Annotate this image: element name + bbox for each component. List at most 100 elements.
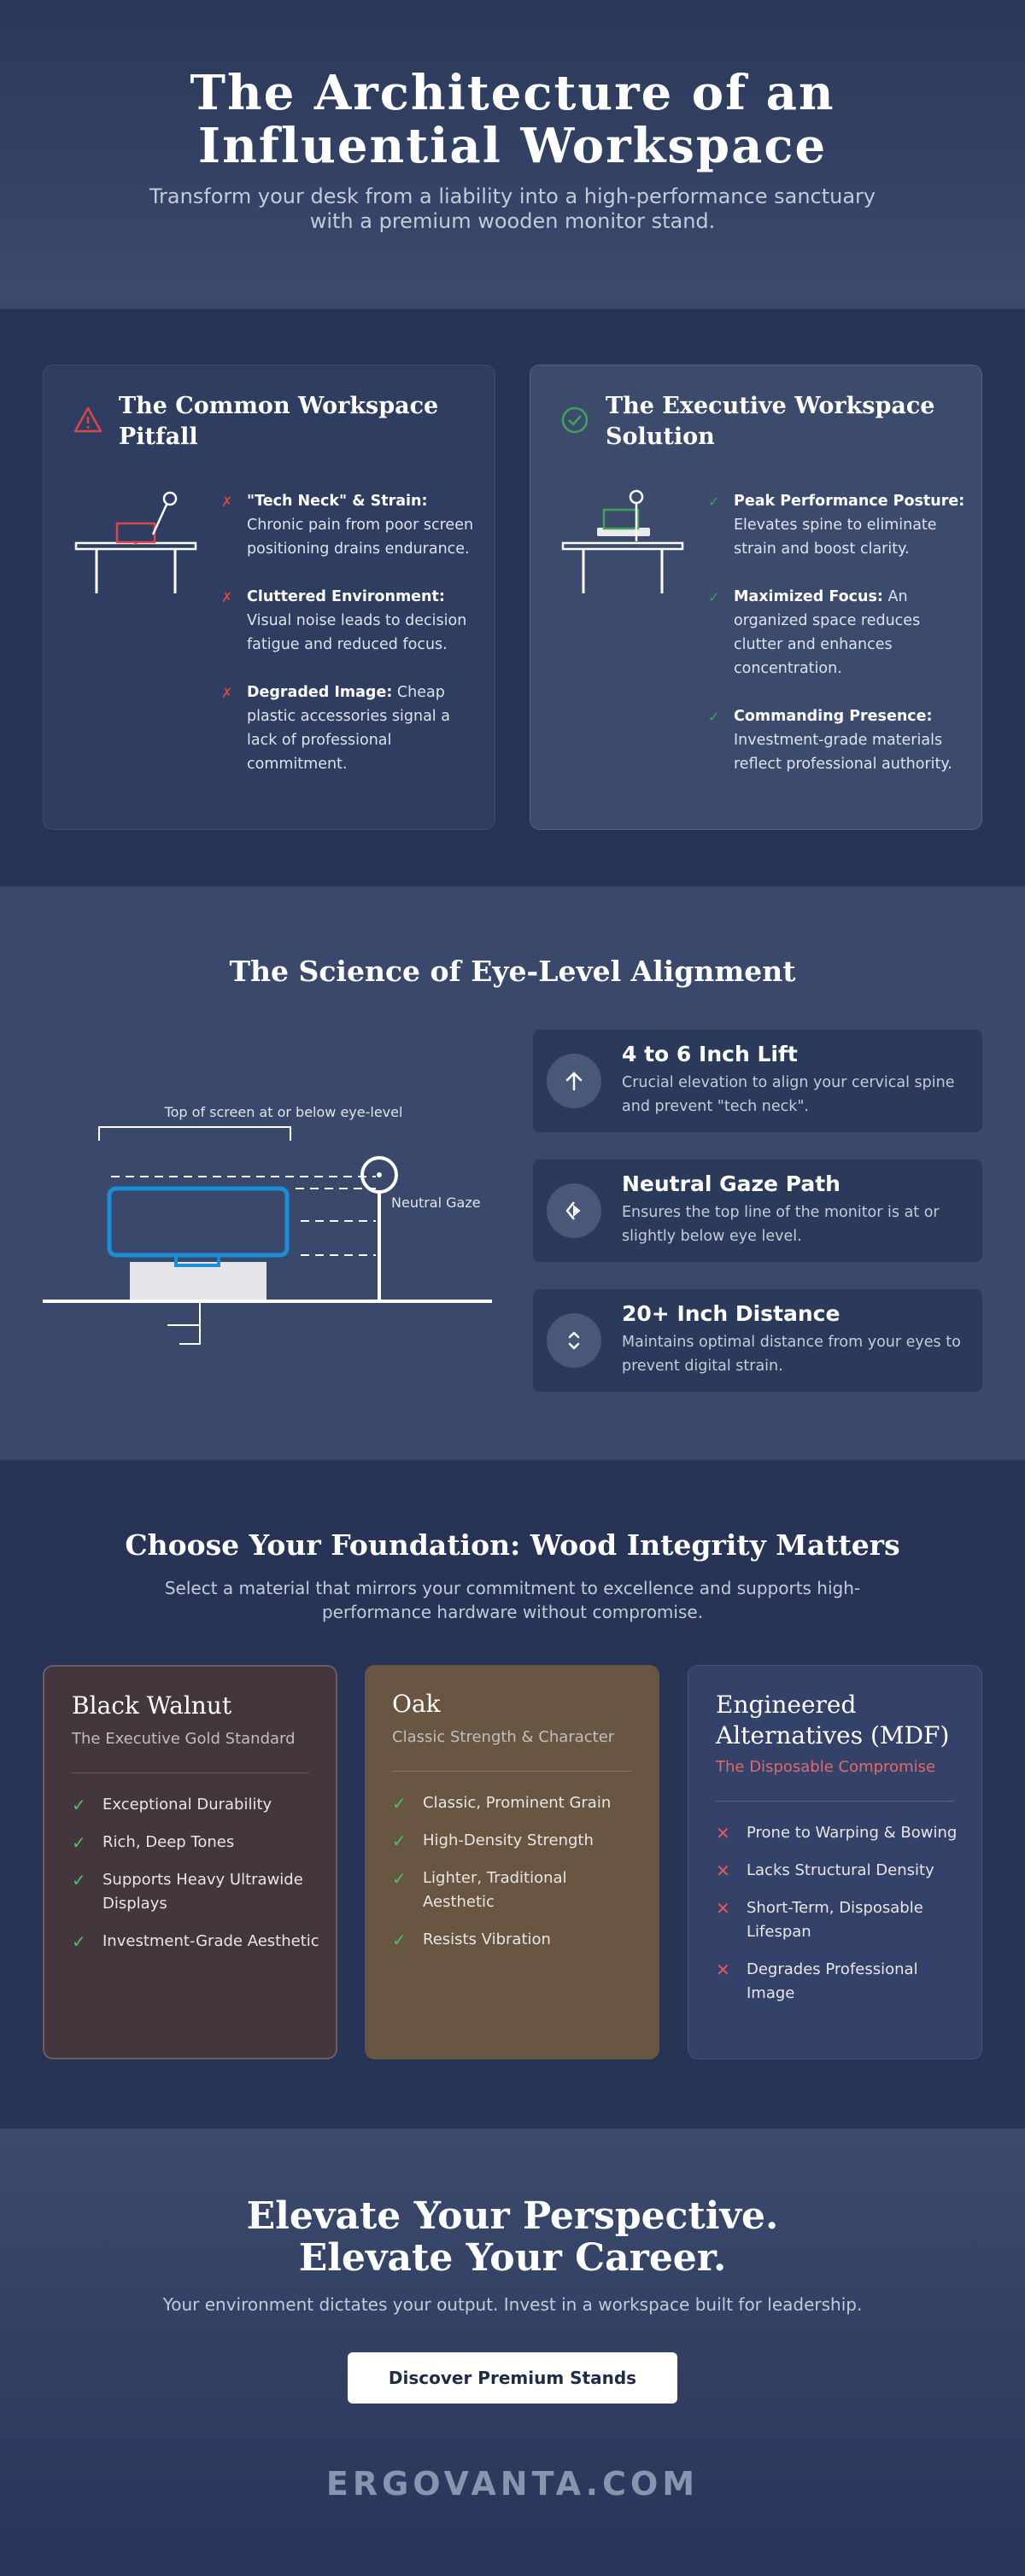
material-card-oak: Oak Classic Strength & Character ✓Classi… [365, 1665, 659, 2059]
point-text: Exceptional Durability [102, 1796, 272, 1814]
feature-desc: Crucial elevation to align your cervical… [622, 1074, 955, 1115]
page-title: The Architecture of an Influential Works… [190, 65, 835, 174]
point-text: Degrades Professional Image [747, 1960, 918, 2002]
cross-icon: ✗ [221, 494, 233, 510]
list-item: ✓ Commanding Presence: Investment-grade … [708, 704, 966, 776]
point-text: Lighter, Traditional Aesthetic [423, 1869, 567, 1911]
cross-icon: ✕ [716, 1960, 730, 1980]
point-text: Prone to Warping & Bowing [747, 1824, 958, 1842]
cta-section: Elevate Your Perspective. Elevate Your C… [0, 2129, 1025, 2576]
pitfall-title: The Common Workspace Pitfall [119, 393, 439, 450]
item-text: Cheap plastic accessories signal a lack … [247, 684, 450, 773]
check-icon: ✓ [708, 709, 720, 725]
check-circle-icon [561, 406, 589, 434]
warning-icon [73, 406, 102, 433]
check-icon: ✓ [392, 1793, 407, 1814]
material-card-mdf: Engineered Alternatives (MDF) The Dispos… [688, 1665, 982, 2059]
upright-desk-illustration [561, 489, 684, 593]
cta-title: Elevate Your Perspective. Elevate Your C… [0, 2195, 1025, 2279]
solution-list: ✓ Peak Performance Posture: Elevates spi… [708, 489, 966, 800]
list-item: ✕ Lacks Structural Density [716, 1859, 964, 1883]
point-text: Rich, Deep Tones [102, 1833, 235, 1851]
cross-icon: ✕ [716, 1860, 730, 1881]
feature-title: 4 to 6 Inch Lift [622, 1042, 798, 1066]
material-tagline: The Executive Gold Standard [72, 1730, 296, 1748]
check-icon: ✓ [392, 1831, 407, 1851]
list-item: ✓ Resists Vibration [392, 1928, 640, 1952]
check-icon: ✓ [72, 1870, 86, 1890]
eye-level-section: The Science of Eye-Level Alignment Top o… [0, 886, 1025, 1460]
feature-icon-wrap [547, 1313, 601, 1368]
divider [392, 1771, 632, 1772]
distance-icon [568, 1331, 580, 1350]
neutral-gaze-label: Neutral Gaze [391, 1195, 481, 1211]
feature-distance: 20+ Inch Distance Maintains optimal dist… [533, 1289, 982, 1392]
check-icon: ✓ [392, 1930, 407, 1950]
pitfall-card: The Common Workspace Pitfall ✗ "Tech Nec… [43, 365, 495, 830]
item-heading: Maximized Focus: [734, 588, 883, 605]
list-item: ✓Lighter, Traditional Aesthetic [392, 1866, 640, 1914]
hero-section: The Architecture of an Influential Works… [0, 0, 1025, 309]
item-heading: Cluttered Environment: [247, 588, 445, 605]
material-name: Black Walnut [72, 1691, 232, 1720]
list-item: ✓ Exceptional Durability [72, 1793, 319, 1817]
feature-gaze: Neutral Gaze Path Ensures the top line o… [533, 1159, 982, 1262]
list-item: ✓ Maximized Focus: An organized space re… [708, 585, 966, 681]
item-heading: Degraded Image: [247, 684, 393, 701]
feature-title: 20+ Inch Distance [622, 1301, 840, 1326]
list-item: ✓ Classic, Prominent Grain [392, 1791, 640, 1815]
feature-icon-wrap [547, 1054, 601, 1108]
item-heading: Commanding Presence: [734, 708, 933, 725]
list-item: ✗ "Tech Neck" & Strain: Chronic pain fro… [221, 489, 479, 561]
point-text: Resists Vibration [423, 1931, 551, 1948]
section-title: The Science of Eye-Level Alignment [229, 955, 796, 988]
section-subtitle: Select a material that mirrors your comm… [164, 1578, 861, 1622]
list-item: ✓Supports Heavy Ultrawide Displays [72, 1868, 319, 1916]
section-title: Choose Your Foundation: Wood Integrity M… [125, 1528, 900, 1562]
material-card-walnut: Black Walnut The Executive Gold Standard… [43, 1665, 337, 2059]
point-text: Investment-Grade Aesthetic [102, 1932, 319, 1950]
comparison-section: The Common Workspace Pitfall ✗ "Tech Nec… [0, 309, 1025, 886]
pitfall-list: ✗ "Tech Neck" & Strain: Chronic pain fro… [221, 489, 479, 800]
check-icon: ✓ [708, 494, 720, 510]
discover-stands-button[interactable]: Discover Premium Stands [348, 2352, 677, 2404]
list-item: ✓ Peak Performance Posture: Elevates spi… [708, 489, 966, 561]
monitor-stand [130, 1262, 266, 1303]
material-name: Engineered Alternatives (MDF) [716, 1691, 950, 1749]
list-item: ✗ Cluttered Environment: Visual noise le… [221, 585, 479, 657]
feature-lift: 4 to 6 Inch Lift Crucial elevation to al… [533, 1030, 982, 1132]
feature-desc: Ensures the top line of the monitor is a… [622, 1204, 940, 1245]
top-of-screen-label: Top of screen at or below eye-level [164, 1104, 403, 1120]
point-text: Classic, Prominent Grain [423, 1794, 612, 1812]
feature-desc: Maintains optimal distance from your eye… [622, 1334, 961, 1375]
material-points: ✕Prone to Warping & Bowing ✕Lacks Struct… [716, 1821, 964, 2019]
check-icon: ✓ [708, 589, 720, 605]
slouched-desk-illustration [74, 491, 197, 593]
check-icon: ✓ [72, 1832, 86, 1853]
hero-subtitle: Transform your desk from a liability int… [149, 184, 876, 233]
list-item: ✗ Degraded Image: Cheap plastic accessor… [221, 681, 479, 776]
item-heading: Peak Performance Posture: [734, 493, 965, 510]
list-item: ✕ Short-Term, Disposable Lifespan [716, 1896, 964, 1944]
point-text: High-Density Strength [423, 1831, 594, 1849]
list-item: ✓ Rich, Deep Tones [72, 1831, 319, 1855]
arrow-up-icon [565, 1072, 583, 1091]
point-text: Lacks Structural Density [747, 1861, 934, 1879]
eye-icon [565, 1201, 581, 1220]
cross-icon: ✕ [716, 1898, 730, 1919]
item-text: Investment-grade materials reflect profe… [734, 732, 952, 773]
feature-icon-wrap [547, 1183, 601, 1238]
point-text: Short-Term, Disposable Lifespan [747, 1899, 923, 1941]
item-text: An organized space reduces clutter and e… [734, 588, 921, 677]
solution-title: The Executive Workspace Solution [606, 393, 935, 450]
materials-section: Choose Your Foundation: Wood Integrity M… [0, 1460, 1025, 2129]
list-item: ✓ High-Density Strength [392, 1829, 640, 1853]
check-icon: ✓ [72, 1795, 86, 1815]
material-points: ✓ Classic, Prominent Grain ✓ High-Density … [392, 1791, 640, 1966]
material-tagline: Classic Strength & Character [392, 1728, 615, 1746]
item-text: Visual noise leads to decision fatigue a… [247, 612, 467, 653]
eye-level-diagram: Top of screen at or below eye-level Neut… [43, 1104, 492, 1345]
check-icon: ✓ [72, 1931, 86, 1952]
list-item: ✕ Degrades Professional Image [716, 1958, 964, 2006]
list-item: ✕Prone to Warping & Bowing [716, 1821, 964, 1845]
